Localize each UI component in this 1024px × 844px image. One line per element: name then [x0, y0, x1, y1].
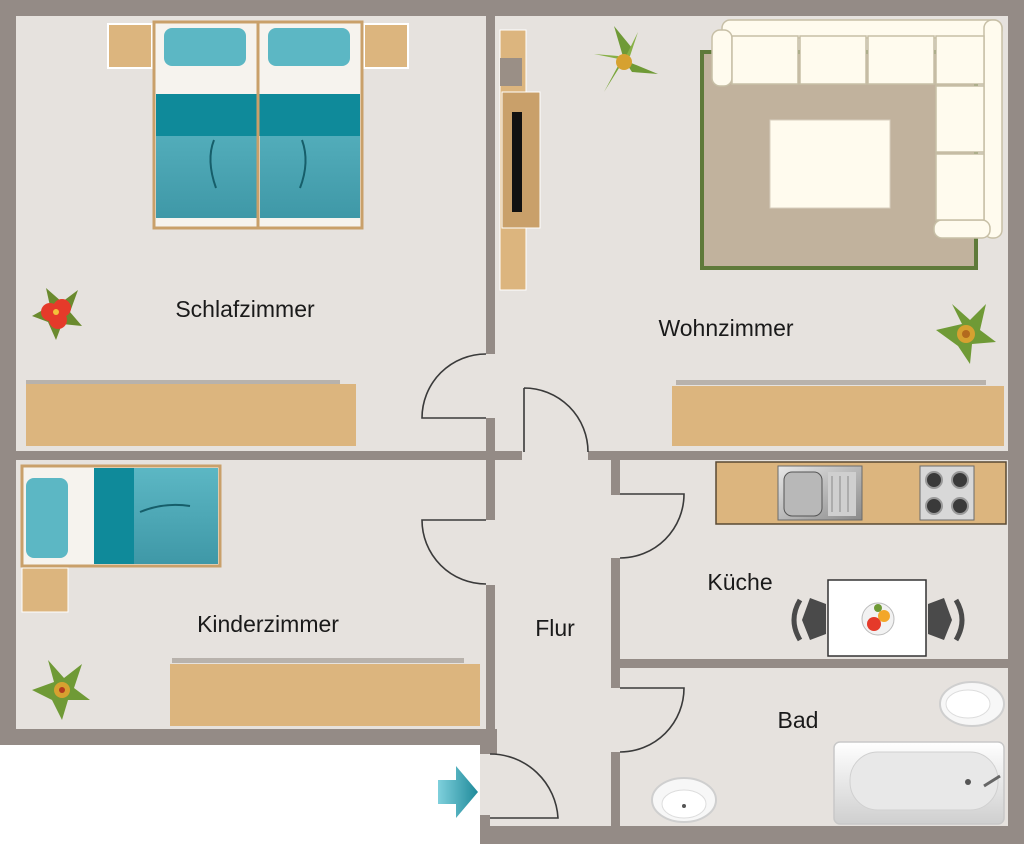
coffee-table	[769, 119, 891, 209]
bathtub-icon	[833, 741, 1005, 825]
flower-icon	[32, 288, 82, 340]
entrance-arrow-icon	[438, 766, 478, 818]
room-label-wohnzimmer: Wohnzimmer	[658, 315, 793, 341]
wardrobe-wohnzimmer	[672, 386, 1004, 446]
kitchen-counter	[715, 461, 1007, 525]
tv-unit	[499, 29, 541, 291]
chair-left	[802, 598, 826, 640]
double-bed	[107, 20, 409, 230]
tv-icon	[512, 112, 522, 212]
dining-table	[791, 579, 965, 657]
stove-icon	[919, 465, 975, 521]
room-label-kueche: Küche	[707, 569, 772, 595]
wardrobe-kinderzimmer	[170, 664, 480, 726]
room-label-kinderzimmer: Kinderzimmer	[197, 611, 339, 637]
room-label-bad: Bad	[778, 707, 819, 733]
room-label-flur: Flur	[535, 615, 575, 641]
doors	[421, 353, 685, 819]
sink-icon	[777, 465, 863, 521]
single-bed	[20, 464, 222, 613]
wardrobe-schlafzimmer	[26, 384, 356, 446]
chair-right	[928, 598, 952, 640]
washbasin-icon	[651, 777, 717, 823]
wardrobe-shadow	[26, 380, 340, 384]
wardrobe-shadow	[676, 380, 986, 385]
corner-sofa	[711, 19, 1003, 239]
wardrobe-shadow	[172, 658, 464, 663]
room-label-schlafzimmer: Schlafzimmer	[175, 296, 315, 322]
rug	[700, 50, 978, 270]
toilet-icon	[939, 681, 1005, 727]
plant-icon	[936, 304, 996, 364]
plant-icon	[594, 26, 658, 92]
plant-icon	[32, 660, 90, 720]
